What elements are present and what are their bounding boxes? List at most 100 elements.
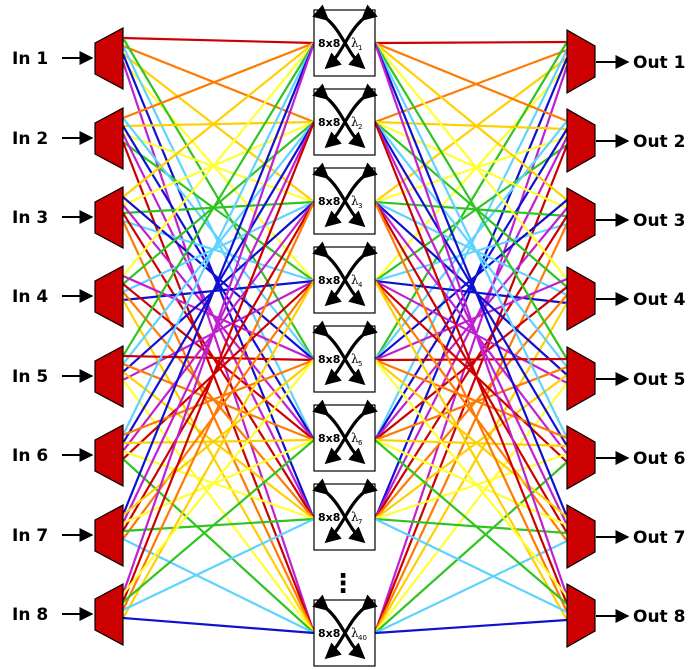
output-wavelength-line	[374, 41, 568, 123]
multiplexer-4	[566, 265, 596, 332]
switch-size-label: 8x8	[318, 274, 340, 287]
output-wavelength-line	[374, 42, 568, 280]
multiplexer-1	[566, 28, 596, 95]
wavelength-index: 1	[358, 44, 362, 52]
input-wavelength-line	[122, 438, 315, 445]
output-wavelength-line	[374, 42, 568, 439]
output-wavelength-line	[374, 121, 568, 368]
cross-arrow-icon	[324, 241, 378, 307]
output-wavelength-line	[374, 42, 568, 201]
input-wavelength-line	[122, 44, 315, 124]
output-wavelength-line	[374, 358, 568, 440]
input-wavelength-line	[122, 438, 315, 525]
demultiplexer-7	[94, 503, 124, 568]
wavelength-symbol: λ	[351, 194, 359, 208]
output-wavelength-line	[374, 280, 568, 621]
cross-arrow-icon	[324, 320, 378, 386]
switch-size-label: 8x8	[318, 116, 340, 129]
mux-demux-shapes	[62, 26, 630, 649]
input-wavelength-line	[122, 201, 315, 611]
wavelength-symbol: λ	[351, 352, 359, 366]
input-wavelength-line	[122, 201, 315, 452]
output-wavelength-line	[374, 438, 568, 448]
input-wavelength-line	[122, 517, 315, 533]
output-wavelength-line	[374, 42, 568, 360]
output-wavelength-line	[374, 279, 568, 305]
multiplexer-6	[566, 424, 596, 491]
output-wavelength-line	[374, 280, 568, 463]
input-wavelength-line	[122, 280, 315, 619]
demultiplexer-3	[94, 185, 124, 250]
input-label-6: In 6	[12, 446, 48, 466]
output-wavelength-line	[374, 280, 568, 384]
output-wavelength-line	[374, 121, 568, 447]
wavelength-index: 2	[358, 123, 362, 131]
demultiplexer-8	[94, 582, 124, 647]
input-wavelength-line	[122, 42, 315, 436]
wavelength-index: 6	[358, 439, 363, 447]
output-wavelength-line	[374, 201, 568, 376]
demultiplexer-2	[94, 106, 124, 171]
demultiplexer-4	[94, 264, 124, 329]
output-wavelength-line	[374, 357, 568, 362]
output-label-1: Out 1	[633, 53, 685, 73]
input-wavelength-line	[122, 299, 315, 634]
wavelength-index: 40	[358, 634, 367, 642]
input-wavelength-line	[122, 201, 315, 532]
input-wavelength-line	[121, 42, 316, 516]
multiplexer-8	[566, 582, 596, 649]
input-wavelength-line	[122, 439, 315, 603]
wavelength-connections	[121, 36, 569, 635]
input-wavelength-line	[122, 371, 315, 520]
output-wavelength-line	[374, 359, 568, 518]
switch-size-label: 8x8	[318, 353, 340, 366]
input-wavelength-line	[122, 201, 315, 293]
output-wavelength-line	[373, 42, 569, 597]
cross-arrow-icon	[324, 594, 378, 660]
input-wavelength-line	[122, 121, 315, 285]
cross-arrow-icon	[324, 83, 378, 149]
output-wavelength-line	[373, 121, 569, 605]
input-wavelength-line	[122, 42, 315, 357]
output-wavelength-line	[374, 382, 568, 634]
wavelength-symbol: λ	[351, 273, 359, 287]
switch-size-label: 8x8	[318, 195, 340, 208]
output-label-7: Out 7	[633, 528, 685, 548]
switch-size-label: 8x8	[318, 511, 340, 524]
output-wavelength-line	[374, 280, 568, 542]
output-wavelength-line	[374, 302, 568, 634]
wavelength-symbol: λ	[351, 115, 359, 129]
output-wavelength-line	[373, 42, 569, 518]
output-wavelength-line	[374, 365, 568, 442]
output-wavelength-line	[374, 452, 568, 521]
input-wavelength-line	[122, 616, 315, 635]
output-wavelength-line	[374, 121, 568, 288]
input-wavelength-line	[122, 280, 315, 381]
wavelength-index: 5	[358, 360, 362, 368]
input-label-7: In 7	[12, 526, 48, 546]
multiplexer-5	[566, 345, 596, 412]
output-wavelength-line	[374, 201, 568, 455]
input-wavelength-line	[122, 354, 315, 362]
output-wavelength-line	[374, 438, 568, 527]
input-wavelength-line	[122, 358, 315, 437]
input-wavelength-line	[122, 42, 315, 198]
output-label-2: Out 2	[633, 132, 685, 152]
output-label-6: Out 6	[633, 449, 685, 469]
input-label-3: In 3	[12, 208, 48, 228]
input-wavelength-line	[122, 201, 315, 373]
output-label-3: Out 3	[633, 211, 685, 231]
output-wavelength-line	[374, 201, 568, 613]
wavelength-index: 7	[358, 518, 362, 526]
input-wavelength-line	[122, 121, 315, 524]
input-wavelength-line	[122, 42, 315, 277]
input-wavelength-line	[122, 359, 315, 595]
demultiplexer-6	[94, 423, 124, 488]
input-ports: In 1 In 2 In 3 In 4 In 5 In 6 In 7 In 8	[12, 49, 48, 625]
multiplexer-3	[566, 186, 596, 253]
